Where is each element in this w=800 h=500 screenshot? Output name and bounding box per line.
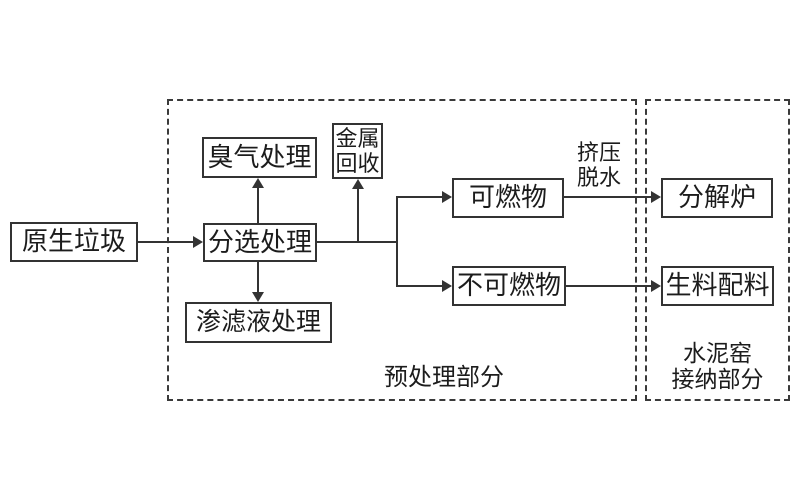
arrow-noncombustible-to-rawmeal-head [651,280,661,292]
cement-kiln-section-line2: 接纳部分 [671,367,764,392]
node-raw-meal-batching: 生料配料 [661,266,774,306]
arrow-junction-to-combustible-line [396,196,443,198]
metal-recovery-line1: 金属 [335,126,380,151]
arrow-sorting-to-odor-line [257,188,259,223]
arrow-sorting-to-leachate-head [252,292,264,302]
arrow-sorting-to-metal-head [352,179,364,189]
arrow-junction-to-noncombustible-head [442,280,452,292]
node-sorting-treatment: 分选处理 [203,223,317,262]
arrow-raw-waste-to-sorting-line [138,241,195,243]
sorting-output-line [317,241,398,243]
node-metal-recovery: 金属 回收 [332,123,383,179]
node-odor-treatment: 臭气处理 [202,137,317,178]
arrow-junction-to-combustible-head [442,191,452,203]
node-combustible: 可燃物 [452,178,564,218]
arrow-combustible-to-furnace-line [564,196,652,198]
squeeze-dewatering-line1: 挤压 [576,140,621,165]
branch-junction-line [396,196,398,287]
label-pretreatment-section: 预处理部分 [384,365,504,391]
metal-recovery-line2: 回收 [335,151,380,176]
label-squeeze-dewatering: 挤压 脱水 [566,140,632,190]
label-cement-kiln-section: 水泥窑 接纳部分 [645,341,790,393]
node-raw-waste: 原生垃圾 [10,222,138,262]
arrow-junction-to-noncombustible-line [396,285,443,287]
arrow-sorting-to-leachate-line [257,262,259,292]
cement-kiln-section-region [645,99,790,401]
node-non-combustible: 不可燃物 [452,266,566,306]
arrow-sorting-to-odor-head [252,178,264,188]
arrow-combustible-to-furnace-head [651,191,661,203]
arrow-noncombustible-to-rawmeal-line [566,285,652,287]
cement-kiln-section-line1: 水泥窑 [683,341,752,366]
arrow-sorting-to-metal-line [357,189,359,242]
node-leachate-treatment: 渗滤液处理 [185,302,332,343]
arrow-raw-waste-to-sorting-head [193,236,203,248]
pretreatment-section-region [167,99,637,401]
node-decomposition-furnace: 分解炉 [661,178,773,218]
squeeze-dewatering-line2: 脱水 [576,165,621,190]
